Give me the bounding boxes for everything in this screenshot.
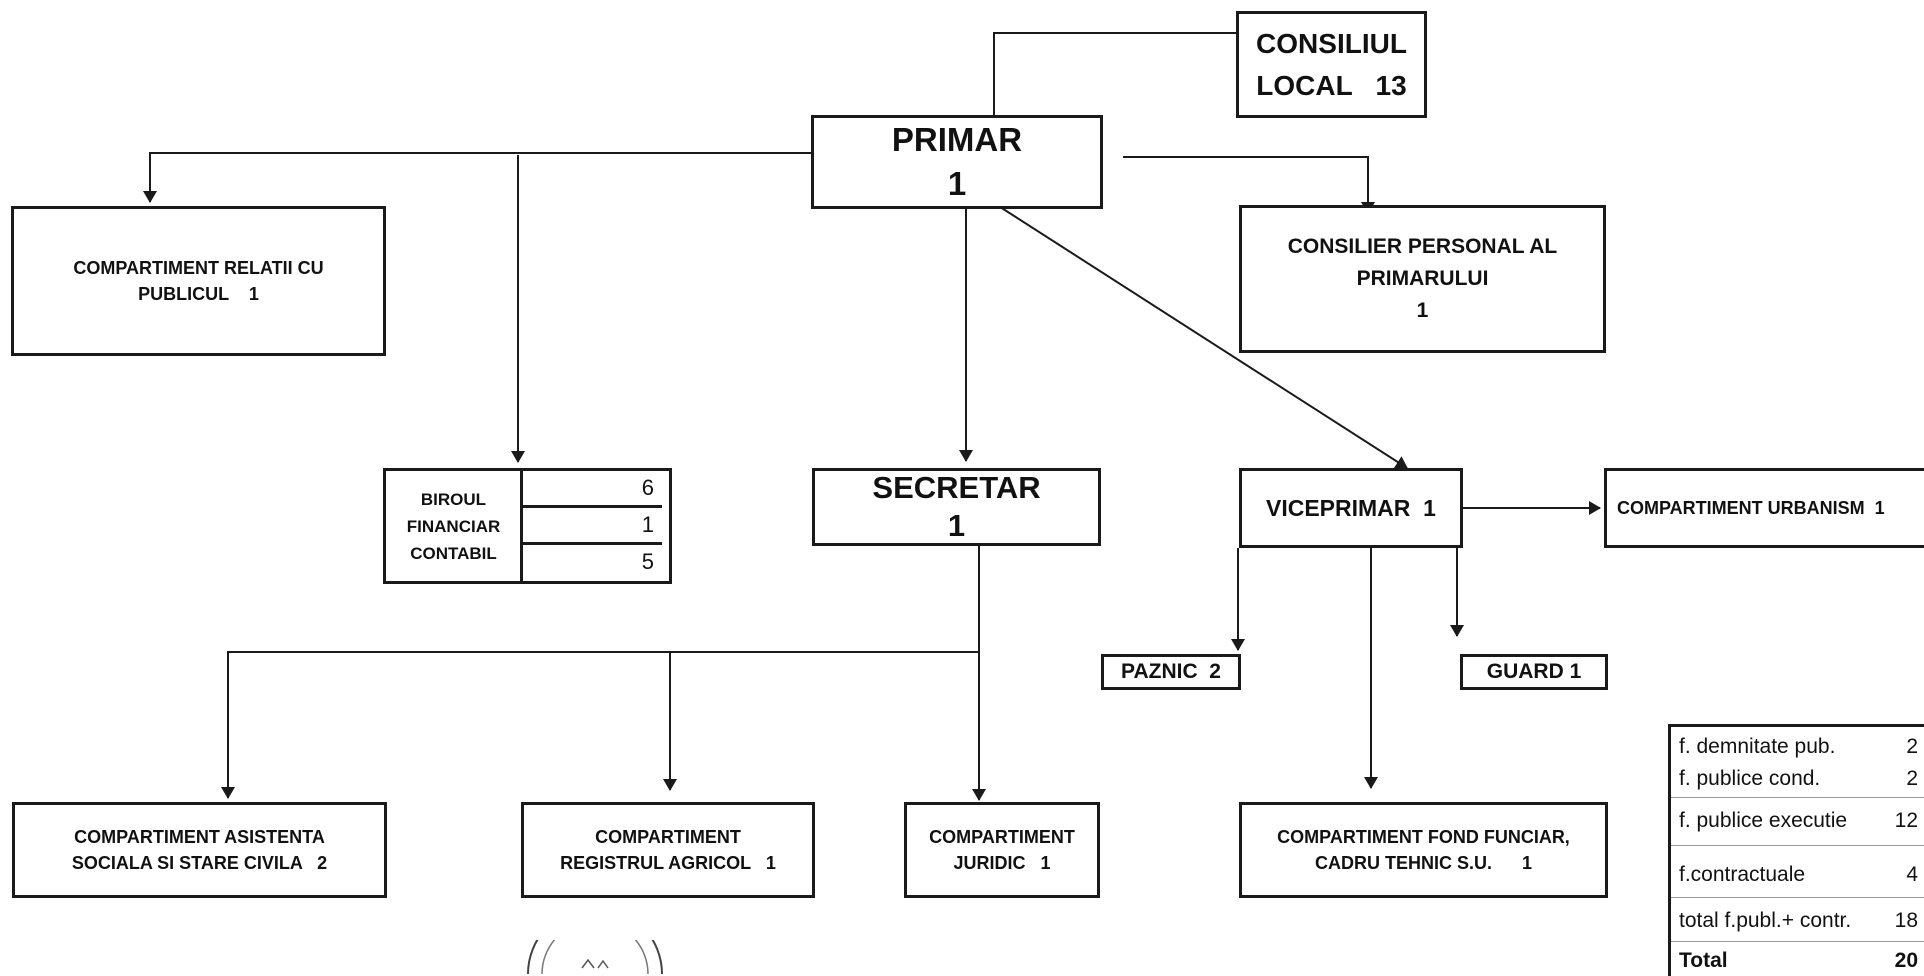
relatii-line2: PUBLICUL 1	[138, 284, 259, 304]
totals-row: f. publice executie 12	[1679, 809, 1918, 833]
viceprimar-box: VICEPRIMAR 1	[1239, 468, 1463, 548]
totals-label: f. demnitate pub.	[1679, 735, 1836, 758]
urbanism-label: COMPARTIMENT URBANISM 1	[1617, 497, 1885, 518]
primar-title: PRIMAR	[891, 121, 1023, 158]
primar-box: PRIMAR 1	[811, 115, 1103, 209]
guard-box: GUARD 1	[1460, 654, 1608, 690]
biroul-label: BIROUL FINANCIAR CONTABIL	[386, 471, 521, 581]
biroul-line2: FINANCIAR	[406, 516, 501, 536]
primar-count: 1	[947, 165, 967, 202]
fond-line2: CADRU TEHNIC S.U. 1	[1314, 853, 1533, 873]
compartiment-juridic-box: COMPARTIMENT JURIDIC 1	[904, 802, 1100, 898]
compartiment-asistenta-box: COMPARTIMENT ASISTENTA SOCIALA SI STARE …	[12, 802, 387, 898]
totals-row: f. publice cond. 2	[1679, 767, 1918, 791]
compartiment-urbanism-box: COMPARTIMENT URBANISM 1	[1604, 468, 1924, 548]
totals-divider	[1671, 897, 1924, 898]
biroul-line3: CONTABIL	[410, 543, 497, 563]
consilier-line2: PRIMARULUI	[1356, 267, 1489, 290]
compartiment-fond-funciar-box: COMPARTIMENT FOND FUNCIAR, CADRU TEHNIC …	[1239, 802, 1608, 898]
juridic-line1: COMPARTIMENT	[929, 827, 1075, 847]
consilier-line1: CONSILIER PERSONAL AL	[1287, 235, 1558, 258]
guard-label: GUARD 1	[1486, 660, 1582, 683]
totals-row-total: Total 20	[1679, 949, 1918, 973]
totals-row: f. demnitate pub. 2	[1679, 735, 1918, 759]
compartiment-relatii-box: COMPARTIMENT RELATII CU PUBLICUL 1	[11, 206, 386, 356]
asistenta-line2: SOCIALA SI STARE CIVILA 2	[71, 853, 328, 873]
totals-value: 2	[1906, 767, 1918, 790]
consiliul-local-line1: CONSILIUL	[1256, 27, 1407, 59]
totals-label: f.contractuale	[1679, 863, 1806, 886]
registrul-line1: COMPARTIMENT	[595, 827, 741, 847]
relatii-line1: COMPARTIMENT RELATII CU	[73, 258, 324, 278]
consilier-line3: 1	[1416, 299, 1429, 322]
consiliul-local-line2: LOCAL 13	[1256, 69, 1407, 101]
consiliul-local-box: CONSILIUL LOCAL 13	[1236, 11, 1427, 118]
totals-label: total f.publ.+ contr.	[1679, 909, 1852, 932]
viceprimar-label: VICEPRIMAR 1	[1266, 494, 1436, 521]
totals-label: Total	[1679, 949, 1728, 972]
biroul-value-3: 5	[641, 549, 654, 574]
biroul-divider-vertical	[520, 471, 523, 581]
compartiment-registrul-box: COMPARTIMENT REGISTRUL AGRICOL 1	[521, 802, 815, 898]
totals-value: 2	[1906, 735, 1918, 758]
totals-label: f. publice executie	[1679, 809, 1848, 832]
biroul-divider-1	[521, 505, 662, 508]
totals-value: 18	[1894, 909, 1918, 932]
totals-row: f.contractuale 4	[1679, 863, 1918, 887]
secretar-box: SECRETAR 1	[812, 468, 1101, 546]
stamp-seal	[527, 940, 663, 974]
biroul-line1: BIROUL	[420, 489, 487, 509]
paznic-box: PAZNIC 2	[1101, 654, 1241, 690]
totals-label: f. publice cond.	[1679, 767, 1821, 790]
biroul-value-2: 1	[641, 512, 654, 537]
secretar-count: 1	[947, 508, 966, 543]
paznic-label: PAZNIC 2	[1121, 660, 1221, 683]
totals-divider	[1671, 845, 1924, 846]
totals-divider	[1671, 797, 1924, 798]
totals-table: f. demnitate pub. 2 f. publice cond. 2 f…	[1668, 724, 1924, 976]
juridic-line2: JURIDIC 1	[953, 853, 1051, 873]
totals-value: 12	[1894, 809, 1918, 832]
consilier-personal-box: CONSILIER PERSONAL AL PRIMARULUI 1	[1239, 205, 1606, 353]
biroul-financiar-box: BIROUL FINANCIAR CONTABIL 6 1 5	[383, 468, 672, 584]
registrul-line2: REGISTRUL AGRICOL 1	[560, 853, 776, 873]
asistenta-line1: COMPARTIMENT ASISTENTA	[74, 827, 325, 847]
totals-row: total f.publ.+ contr. 18	[1679, 909, 1918, 933]
totals-value: 4	[1906, 863, 1918, 886]
fond-line1: COMPARTIMENT FOND FUNCIAR,	[1277, 827, 1570, 847]
biroul-value-1: 6	[641, 475, 654, 500]
totals-divider	[1671, 941, 1924, 942]
totals-value: 20	[1894, 949, 1918, 972]
secretar-title: SECRETAR	[872, 470, 1041, 505]
biroul-divider-2	[521, 542, 662, 545]
